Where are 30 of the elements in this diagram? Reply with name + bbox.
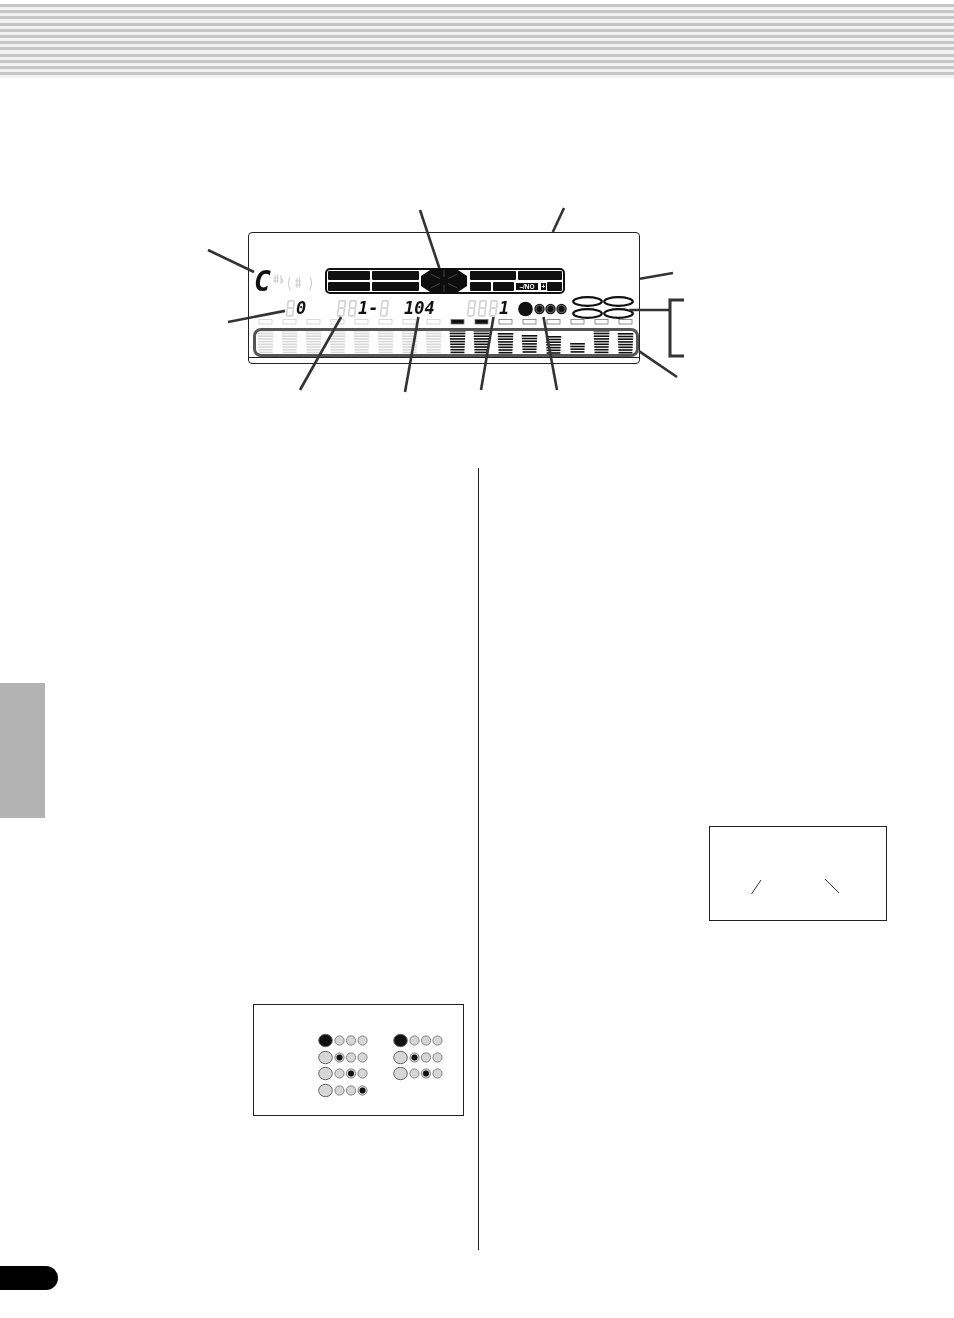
oval-segment <box>572 296 603 307</box>
inset-panel <box>709 826 887 921</box>
lcd-readout: 0 <box>285 299 307 317</box>
lcd-panel <box>248 232 640 364</box>
lcd-readout: 104 <box>404 299 435 317</box>
leader-line <box>639 271 674 281</box>
leader-line <box>207 248 255 274</box>
leader-line <box>551 207 566 233</box>
leader-line <box>542 316 559 391</box>
side-tab <box>0 683 45 818</box>
leader-line <box>638 350 678 379</box>
segment-bar <box>325 268 565 294</box>
dot-row-icon <box>518 301 567 317</box>
bracket <box>668 298 684 358</box>
oval-segment <box>572 308 603 319</box>
inset-panel <box>253 1004 464 1116</box>
leader-line <box>227 309 286 324</box>
oval-segment <box>603 296 634 307</box>
leader-line <box>403 316 420 393</box>
leader-line <box>298 316 343 391</box>
leader-line <box>629 308 670 312</box>
lcd-readout: C <box>254 268 271 296</box>
lcd-readout: 1 <box>466 299 510 317</box>
page-number-tab <box>0 1266 58 1290</box>
highlight-frame <box>253 328 639 357</box>
leader-line <box>418 209 441 269</box>
octagon-segment <box>421 268 467 294</box>
leader-line <box>479 316 495 391</box>
lcd-readout: 1- <box>336 299 390 317</box>
oval-segment <box>603 308 634 319</box>
